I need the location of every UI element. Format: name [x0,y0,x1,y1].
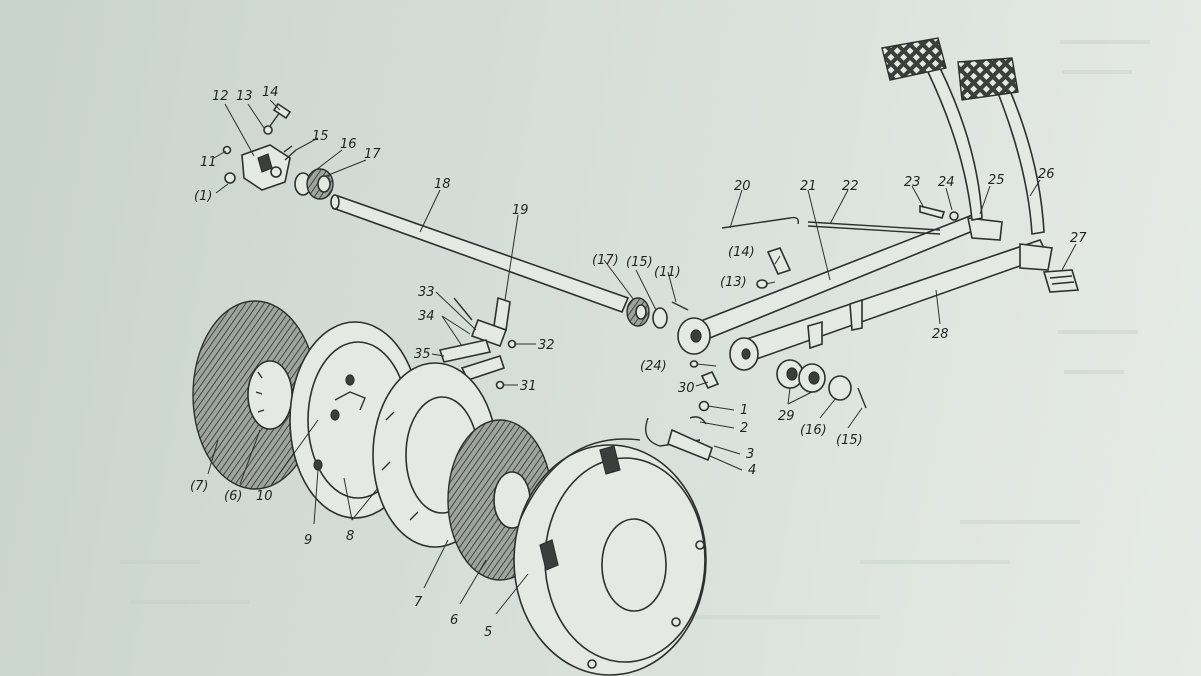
callout-29: 29 [778,409,795,424]
pedal-pad-27 [1042,269,1080,293]
callout-14-ref: (14) [728,245,755,260]
callout-13-ref: (13) [720,275,747,290]
callout-1: 1 [740,403,748,418]
callout-17-ref: (17) [592,253,619,268]
clamp-bracket [222,102,297,191]
callout-21: 21 [800,179,817,194]
brake-pedal-left [881,37,983,221]
callout-18: 18 [434,177,451,192]
callout-35: 35 [414,347,431,362]
callout-17: 17 [364,147,381,162]
callout-labels: 1 2 3 4 5 6 7 8 9 10 11 12 13 14 15 16 1… [190,85,1087,640]
callout-15-ref-a: (15) [626,255,653,270]
callout-26: 26 [1038,167,1055,182]
callout-23: 23 [904,175,921,190]
callout-12: 12 [212,89,229,104]
callout-25: 25 [988,173,1005,188]
bushing-and-washer-right [626,297,689,329]
callout-24: 24 [938,175,955,190]
background-text-bleed [120,40,1150,619]
callout-10: 10 [256,489,273,504]
callout-6-ref: (6) [224,489,242,504]
callout-6: 6 [450,613,458,628]
callout-5: 5 [484,625,492,640]
callout-33: 33 [418,285,435,300]
callout-2: 2 [740,421,748,436]
callout-1-ref: (1) [194,189,212,204]
bushings-29 [776,359,867,409]
callout-20: 20 [734,179,751,194]
callout-15-ref-b: (15) [836,433,863,448]
bolt-30 [689,360,720,390]
callout-30: 30 [678,381,695,396]
brake-pedal-right [957,57,1045,235]
callout-22: 22 [842,179,859,194]
callout-32: 32 [538,338,555,353]
return-spring [721,216,941,235]
callout-11-ref: (11) [654,265,681,280]
callout-11: 11 [200,155,217,170]
callout-8: 8 [346,529,354,544]
callout-19: 19 [512,203,529,218]
callout-13: 13 [236,89,253,104]
callout-7: 7 [414,595,423,610]
bushing-and-washer-left [294,168,334,200]
callout-15: 15 [312,129,329,144]
friction-disc-rear [192,300,318,490]
cross-shaft [330,194,630,314]
callout-16-ref: (16) [800,423,827,438]
leader-lines [207,99,1077,615]
callout-14: 14 [262,85,279,100]
callout-24-ref: (24) [640,359,667,374]
callout-4: 4 [748,463,756,478]
callout-34: 34 [418,309,435,324]
callout-31: 31 [520,379,537,394]
pedal-shaft-lower [729,239,1053,371]
callout-16: 16 [340,137,357,152]
callout-28: 28 [932,327,949,342]
brake-drum [513,438,707,676]
callout-27: 27 [1070,231,1087,246]
callout-9: 9 [304,533,312,548]
callout-3: 3 [746,447,754,462]
callout-7-ref: (7) [190,479,208,494]
spring-clip [645,400,713,462]
bolt-and-washer-right [756,204,959,289]
pedal-shaft-upper [677,213,1003,355]
